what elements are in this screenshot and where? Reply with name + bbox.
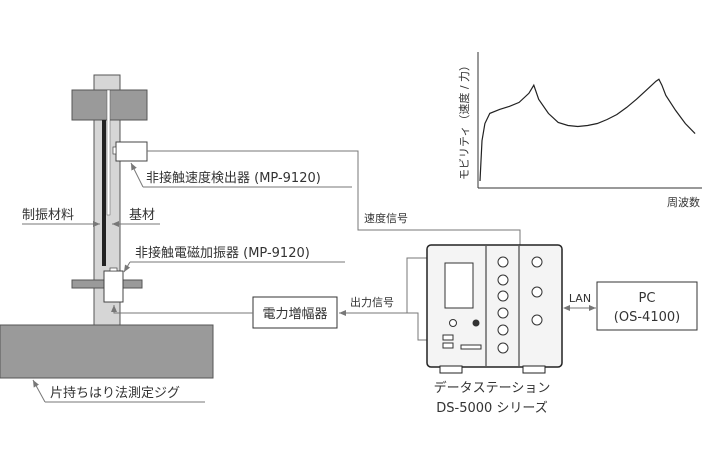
data-station-label: データステーション xyxy=(434,380,551,396)
damping-material-label: 制振材料 xyxy=(22,208,74,223)
exciter-tip xyxy=(109,267,118,272)
velocity-sensor xyxy=(115,141,148,162)
pc-model: (OS-4100) xyxy=(614,310,680,325)
pc-label: PC xyxy=(639,291,656,306)
pc-box xyxy=(596,281,698,331)
exciter-label: 非接触電磁加振器 (MP-9120) xyxy=(135,245,310,261)
power-amplifier-label: 電力増幅器 xyxy=(262,307,327,322)
clamp-gap xyxy=(106,89,111,216)
base-material-label: 基材 xyxy=(129,208,155,223)
exciter xyxy=(103,270,124,303)
data-station-device xyxy=(426,244,563,374)
mobility-chart: モビリティ（速度 / 力） 周波数 xyxy=(457,52,702,209)
damping-material-strip xyxy=(102,120,106,266)
fixture-block xyxy=(0,324,214,379)
sensor-label: 非接触速度検出器 (MP-9120) xyxy=(146,170,321,186)
mobility-curve xyxy=(479,78,696,182)
output-signal-label: 出力信号 xyxy=(350,295,394,309)
x-axis-label: 周波数 xyxy=(667,196,700,209)
lan-label: LAN xyxy=(569,292,591,305)
sensor-tip xyxy=(112,146,117,155)
y-axis-label: モビリティ（速度 / 力） xyxy=(457,60,471,180)
velocity-signal-label: 速度信号 xyxy=(364,211,408,225)
fixture-label: 片持ちはり法測定ジグ xyxy=(50,386,180,401)
display-screen xyxy=(444,262,474,309)
power-amplifier-box xyxy=(252,296,338,329)
cantilever-jig xyxy=(0,74,214,379)
data-station-model: DS-5000 シリーズ xyxy=(436,400,548,416)
